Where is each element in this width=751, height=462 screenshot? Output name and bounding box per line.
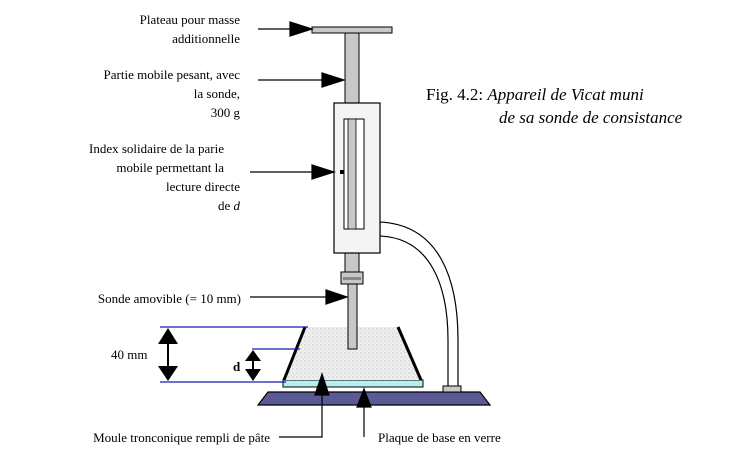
figure-caption: Fig. 4.2: Appareil de Vicat muni de sa s… (426, 85, 683, 127)
mould-right-wall (396, 326, 423, 381)
d-arrow-down (245, 369, 261, 381)
glass-plate (282, 379, 424, 388)
label-mobile-part-line1: Partie mobile pesant, avec (104, 67, 241, 82)
label-mobile-part-line3: 300 g (211, 105, 241, 120)
apparatus (256, 26, 492, 406)
stand-foot (442, 385, 462, 393)
arrow-probe (325, 289, 349, 305)
label-mobile-part-line2: la sonde, (194, 86, 240, 101)
labels: Plateau pour masse additionnelle Partie … (89, 12, 501, 445)
label-mould: Moule tronconique rempli de pâte (93, 430, 270, 445)
label-index-line1: Index solidaire de la parie (89, 141, 224, 156)
label-index-var-d: d (234, 198, 241, 213)
height-arrow-up (158, 328, 178, 344)
d-arrow-up (245, 350, 261, 361)
label-glass-plate: Plaque de base en verre (378, 430, 501, 445)
arrow-plateau (289, 21, 314, 37)
base-plate (256, 391, 492, 406)
caption-prefix: Fig. 4.2: (426, 85, 487, 104)
label-probe: Sonde amovible (= 10 mm) (98, 291, 241, 306)
label-plateau-line2: additionnelle (172, 31, 240, 46)
label-d: d (233, 359, 241, 374)
dimension-guides (158, 326, 308, 383)
caption-title-line2: de sa sonde de consistance (499, 108, 683, 127)
caption-line1: Fig. 4.2: Appareil de Vicat muni (426, 85, 644, 104)
arrow-mobile-part (321, 72, 346, 88)
label-index-line2: mobile permettant la (116, 160, 224, 175)
label-index-line4-prefix: de (218, 198, 234, 213)
caption-title-line1: Appareil de Vicat muni (486, 85, 644, 104)
pointer-arrows (250, 21, 372, 438)
top-plateau (311, 26, 393, 34)
arrow-mould (314, 372, 330, 396)
mould-left-wall (282, 326, 307, 381)
label-index-line4: de d (218, 198, 241, 213)
index-rod (347, 118, 357, 230)
probe-collar-ring (343, 277, 361, 280)
removable-probe (347, 283, 358, 350)
label-height-40mm: 40 mm (111, 347, 147, 362)
label-index-line3: lecture directe (166, 179, 240, 194)
label-plateau-line1: Plateau pour masse (140, 12, 241, 27)
truncated-cone-mould (284, 327, 421, 380)
arrow-glass-plate (356, 387, 372, 408)
arrow-index (311, 164, 336, 180)
height-arrow-down (158, 366, 178, 381)
